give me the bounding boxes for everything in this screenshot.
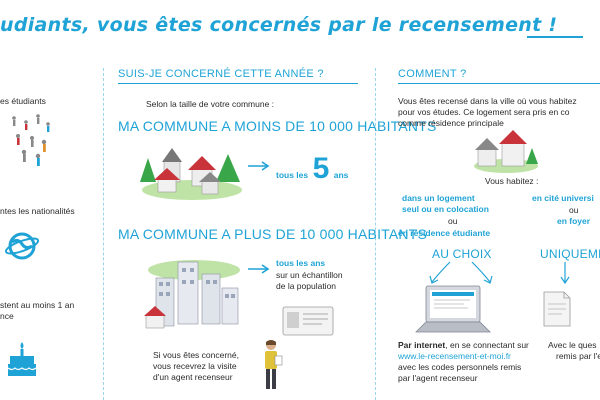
- choice-arrows: [429, 261, 493, 284]
- village-houses-illustration: [140, 148, 242, 200]
- column-divider-left: [103, 68, 104, 400]
- paper-questionnaire-icon: [543, 291, 571, 327]
- only-label: UNIQUEMEN: [540, 247, 600, 261]
- left-item-one-year: stent au moins 1 an: [0, 300, 75, 310]
- frequency-number: 5: [312, 152, 330, 185]
- right-intro-line3: comme résidence principale: [398, 118, 504, 128]
- right-heading-rule: [398, 83, 600, 84]
- housing-option-2: seul ou en colocation: [402, 204, 489, 214]
- frequency-suffix: ans: [333, 170, 349, 180]
- housing-or: ou: [448, 216, 458, 226]
- habitez-label: Vous habitez :: [485, 176, 539, 186]
- column-divider-right: [375, 68, 376, 400]
- city-buildings-illustration: [144, 260, 240, 329]
- page-title: udiants, vous êtes concernés par le rece…: [0, 14, 558, 36]
- agent-visit-line3: d'un agent recenseur: [153, 372, 233, 382]
- internet-method: Par internet, en se connectant sur: [398, 340, 529, 351]
- large-commune-frequency: tous les ans: [276, 258, 326, 268]
- crowd-icon: [12, 114, 50, 166]
- sample-line: sur un échantillon: [276, 270, 343, 280]
- choice-label: AU CHOIX: [432, 247, 492, 261]
- middle-heading: SUIS-JE CONCERNÉ CETTE ANNÉE ?: [118, 68, 324, 80]
- internet-rest: , en se connectant sur: [445, 340, 529, 350]
- birthday-cake-icon: [8, 342, 36, 376]
- internet-bold: Par internet: [398, 340, 446, 350]
- middle-heading-rule: [118, 83, 358, 84]
- paper-method-line1: Avec le ques: [548, 340, 597, 350]
- paper-method-line2: remis par l'e: [556, 351, 600, 361]
- agent-visit-line2: vous recevrez la visite: [153, 361, 237, 371]
- right-intro-line1: Vous êtes recensé dans la ville où vous …: [398, 96, 577, 106]
- residence-houses-illustration: [474, 130, 538, 173]
- housing-option-3: en résidence étudiante: [398, 228, 491, 238]
- census-agent-figure: [265, 340, 283, 389]
- laptop-icon: [415, 285, 491, 333]
- left-item-nationalities: ntes les nationalités: [0, 206, 75, 216]
- right-intro-line2: pour vos études. Ce logement sera pris e…: [398, 107, 570, 117]
- arrow-right-icon: [248, 161, 270, 171]
- id-card-icon: [282, 306, 334, 336]
- commune-size-intro: Selon la taille de votre commune :: [146, 99, 275, 109]
- alt-or: ou: [569, 205, 579, 215]
- housing-option-1: dans un logement: [402, 193, 475, 203]
- left-item-residence: nce: [0, 311, 14, 321]
- agent-visit-line1: Si vous êtes concerné,: [153, 350, 239, 360]
- small-commune-heading: MA COMMUNE A MOINS DE 10 000 HABITANTS: [118, 118, 437, 134]
- large-commune-heading: MA COMMUNE A PLUS DE 10 000 HABITANTS: [118, 226, 428, 242]
- small-commune-frequency: tous les 5 ans: [276, 154, 348, 184]
- left-item-students: es étudiants: [0, 96, 46, 106]
- alt-option-1: en cité universi: [532, 193, 594, 203]
- internet-codes-line: avec les codes personnels remis: [398, 362, 522, 372]
- census-url-link[interactable]: www.le-recensement-et-moi.fr: [398, 351, 511, 361]
- only-arrow: [560, 262, 570, 285]
- right-heading: COMMENT ?: [398, 68, 467, 80]
- arrow-right-icon-2: [248, 264, 270, 274]
- population-line: de la population: [276, 281, 337, 291]
- title-underline: [527, 36, 583, 38]
- alt-option-2: en foyer: [557, 216, 591, 226]
- internet-agent-line: par l'agent recenseur: [398, 373, 478, 383]
- frequency-prefix: tous les: [276, 170, 309, 180]
- globe-icon: [4, 232, 40, 260]
